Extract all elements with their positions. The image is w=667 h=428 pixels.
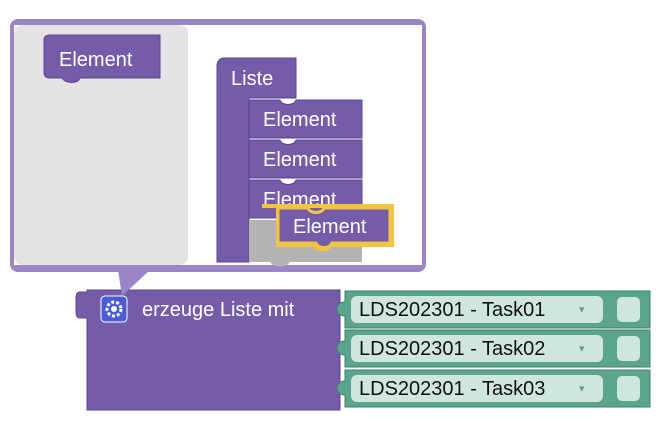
- chevron-down-icon: ▾: [579, 303, 585, 316]
- mutator-element-2[interactable]: Element: [248, 139, 363, 179]
- text-field-1[interactable]: [617, 297, 640, 322]
- mutator-element-2-label: Element: [263, 149, 337, 171]
- mutator-element-1-label: Element: [263, 109, 337, 131]
- list-container-label: Liste: [231, 68, 273, 90]
- text-block-3[interactable]: LDS202301 - Task03 ▾: [336, 369, 651, 408]
- text-block-2[interactable]: LDS202301 - Task02 ▾: [336, 329, 651, 368]
- task-dropdown-1-value: LDS202301 - Task01: [359, 299, 545, 321]
- mutator-element-1[interactable]: Element: [248, 99, 363, 139]
- task-dropdown-2-value: LDS202301 - Task02: [359, 338, 545, 360]
- task-dropdown-3-value: LDS202301 - Task03: [359, 378, 545, 400]
- dragged-element-label: Element: [293, 216, 367, 238]
- mutator-flyout: [14, 25, 188, 265]
- dragged-element-block[interactable]: Element: [262, 204, 394, 252]
- flyout-element-label: Element: [59, 49, 133, 71]
- task-dropdown-2[interactable]: [351, 335, 603, 362]
- text-field-3[interactable]: [617, 376, 640, 401]
- text-block-1[interactable]: LDS202301 - Task01 ▾: [336, 290, 651, 329]
- make-list-block[interactable]: [75, 289, 341, 411]
- chevron-down-icon: ▾: [579, 342, 585, 355]
- text-field-2[interactable]: [617, 336, 640, 361]
- make-list-label: erzeuge Liste mit: [142, 299, 295, 321]
- task-dropdown-1[interactable]: [351, 296, 603, 323]
- flyout-element-block[interactable]: Element: [43, 34, 161, 83]
- gear-icon[interactable]: [100, 295, 128, 323]
- task-dropdown-3[interactable]: [351, 375, 603, 402]
- chevron-down-icon: ▾: [579, 382, 585, 395]
